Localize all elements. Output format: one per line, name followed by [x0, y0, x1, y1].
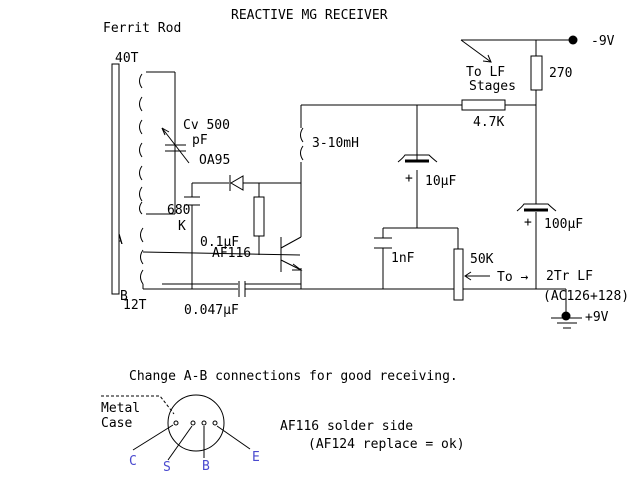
pin-c-label: C: [129, 454, 137, 469]
to-lf-label-line2: Stages: [469, 79, 516, 94]
amp-label-line2: (AC126+128): [543, 289, 629, 304]
diode-oa95: [229, 175, 244, 191]
cap-100uf-label: 100µF: [544, 217, 583, 232]
ferrite-rod: [111, 63, 120, 295]
pin-e-label: E: [252, 450, 260, 465]
cv-unit-label: pF: [192, 133, 208, 148]
cap-10uf-plus: +: [405, 171, 413, 186]
capacitor-0-047uf: [238, 281, 246, 297]
cap-0047-label: 0.047µF: [184, 303, 239, 318]
to-lf-label-line1: To LF: [466, 65, 505, 80]
choke-label: 3-10mH: [312, 136, 359, 151]
resistor-4-7k: [461, 99, 506, 111]
replace-note-label: (AF124 replace = ok): [308, 437, 465, 452]
capacitor-100uf: [516, 203, 557, 212]
cap-01-label: 0.1µF: [200, 235, 239, 250]
capacitor-0-1uf: [184, 196, 200, 206]
coil-40t-label: 40T: [115, 51, 139, 66]
metal-case-label-line2: Case: [101, 416, 132, 431]
coil-40t: [139, 71, 176, 215]
res-680-unit-label: K: [178, 219, 186, 234]
diode-label: OA95: [199, 153, 230, 168]
terminal-negative-9v: [568, 35, 578, 45]
to-lf-stages-arrow: [460, 39, 492, 63]
coil-12t: [140, 227, 301, 289]
pin-leads: [132, 420, 251, 461]
transistor-case-outline: [101, 394, 225, 452]
pin-b-label: B: [202, 459, 210, 474]
variable-capacitor-cv: [161, 127, 190, 164]
capacitor-10uf: [397, 154, 438, 163]
metal-case-label-line1: Metal: [101, 401, 140, 416]
supply-negative-label: -9V: [591, 34, 615, 49]
cap-10uf-label: 10µF: [425, 174, 456, 189]
supply-positive-label: +9V: [585, 310, 609, 325]
resistor-680k: [253, 196, 265, 237]
amp-label-line1: 2Tr LF: [546, 269, 593, 284]
potentiometer-50k: [453, 248, 490, 301]
terminal-positive-9v: [561, 311, 571, 321]
ferrit-rod-label: Ferrit Rod: [103, 21, 181, 36]
pin-s-label: S: [163, 460, 171, 475]
res-47k-label: 4.7K: [473, 115, 504, 130]
solder-side-label: AF116 solder side: [280, 419, 413, 434]
diagram-title: REACTIVE MG RECEIVER: [231, 8, 388, 23]
node-b-label: B: [120, 289, 128, 304]
cap-100uf-plus: +: [524, 215, 532, 230]
to-amp-label: To →: [497, 270, 528, 285]
pot-50k-label: 50K: [470, 252, 494, 267]
choke-3-10mh: [300, 127, 304, 161]
coil-12t-label: 12T: [123, 298, 147, 313]
cv-value-label: Cv 500: [183, 118, 230, 133]
ground-symbol: [551, 317, 582, 329]
resistor-270: [530, 55, 543, 91]
cap-1nf-label: 1nF: [391, 251, 415, 266]
capacitor-1nf: [374, 237, 392, 249]
res-270-label: 270: [549, 66, 572, 81]
transistor-af116: [280, 236, 303, 272]
wiring: [143, 39, 575, 318]
note-text: Change A-B connections for good receivin…: [129, 369, 458, 384]
